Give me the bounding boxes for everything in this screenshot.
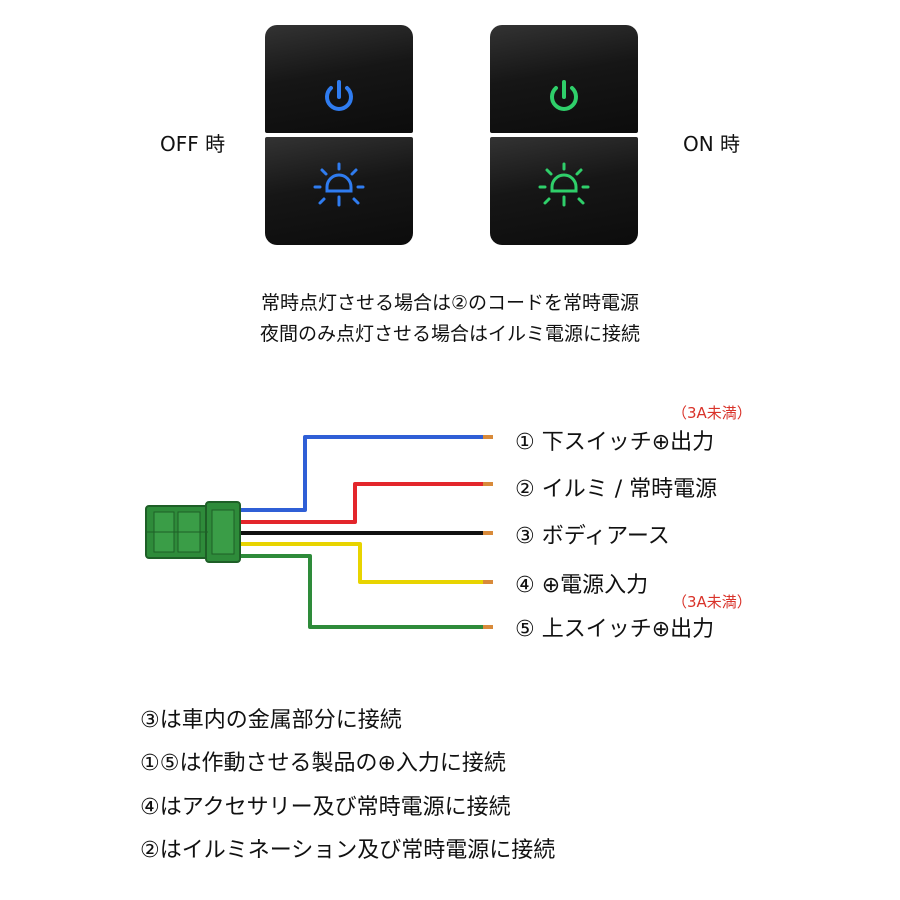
off-state-label: OFF 時 xyxy=(160,132,226,156)
note-2: ①⑤は作動させる製品の⊕入力に接続 xyxy=(140,751,506,776)
current-limit-label-1: （3A未満） xyxy=(672,404,752,422)
light-icon xyxy=(313,162,365,207)
instruction-line-1: 常時点灯させる場合は②のコードを常時電源 xyxy=(260,292,640,314)
wire-2-red xyxy=(238,482,483,524)
on-state-label: ON 時 xyxy=(683,132,741,156)
power-icon-arc xyxy=(550,86,578,111)
current-limit-label-2: （3A未満） xyxy=(672,593,752,611)
note-4: ②はイルミネーション及び常時電源に接続 xyxy=(140,838,556,863)
wire-4-yellow xyxy=(238,542,483,584)
power-icon xyxy=(325,80,353,111)
wire-connector xyxy=(145,501,241,563)
wire-label-1: ① 下スイッチ⊕出力 xyxy=(515,430,715,455)
off-switch xyxy=(265,25,413,245)
wire-5-tip xyxy=(483,625,493,629)
wire-label-4: ④ ⊕電源入力 xyxy=(515,573,649,598)
note-3: ④はアクセサリー及び常時電源に接続 xyxy=(140,795,511,820)
off-switch-bottom-half xyxy=(265,137,413,245)
note-1: ③は車内の金属部分に接続 xyxy=(140,708,402,733)
off-switch-top-half xyxy=(265,25,413,133)
wire-1-tip xyxy=(483,435,493,439)
wire-1-blue xyxy=(238,435,483,512)
wire-label-5: ⑤ 上スイッチ⊕出力 xyxy=(515,617,715,642)
wire-2-tip xyxy=(483,482,493,486)
power-icon-arc xyxy=(325,86,353,111)
wiring-diagram xyxy=(145,435,493,629)
wire-3-tip xyxy=(483,531,493,535)
on-switch-bottom-half xyxy=(490,137,638,245)
on-switch xyxy=(490,25,638,245)
power-icon xyxy=(550,80,578,111)
wire-label-2: ② イルミ / 常時電源 xyxy=(515,477,718,502)
wire-4-tip xyxy=(483,580,493,584)
light-icon xyxy=(538,162,590,207)
wire-label-3: ③ ボディアース xyxy=(515,524,670,549)
on-switch-top-half xyxy=(490,25,638,133)
wire-5-green xyxy=(238,554,483,629)
instruction-line-2: 夜間のみ点灯させる場合はイルミ電源に接続 xyxy=(259,323,640,345)
